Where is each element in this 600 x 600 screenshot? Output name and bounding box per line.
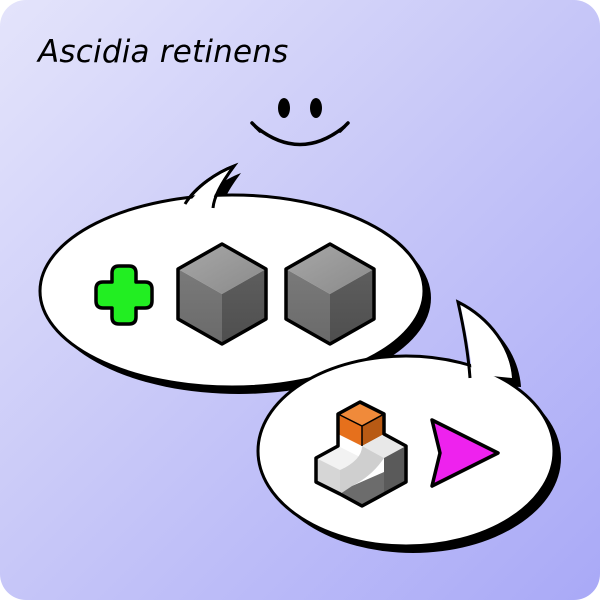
- plus-icon: [94, 264, 154, 326]
- smiley-face-icon: [250, 98, 350, 147]
- gray-cube-icon: [284, 242, 376, 346]
- orange-white-block-icon: [314, 400, 408, 508]
- gray-cube-icon: [176, 242, 268, 346]
- play-arrow-icon: [430, 418, 500, 488]
- card-title: Ascidia retinens: [38, 34, 289, 70]
